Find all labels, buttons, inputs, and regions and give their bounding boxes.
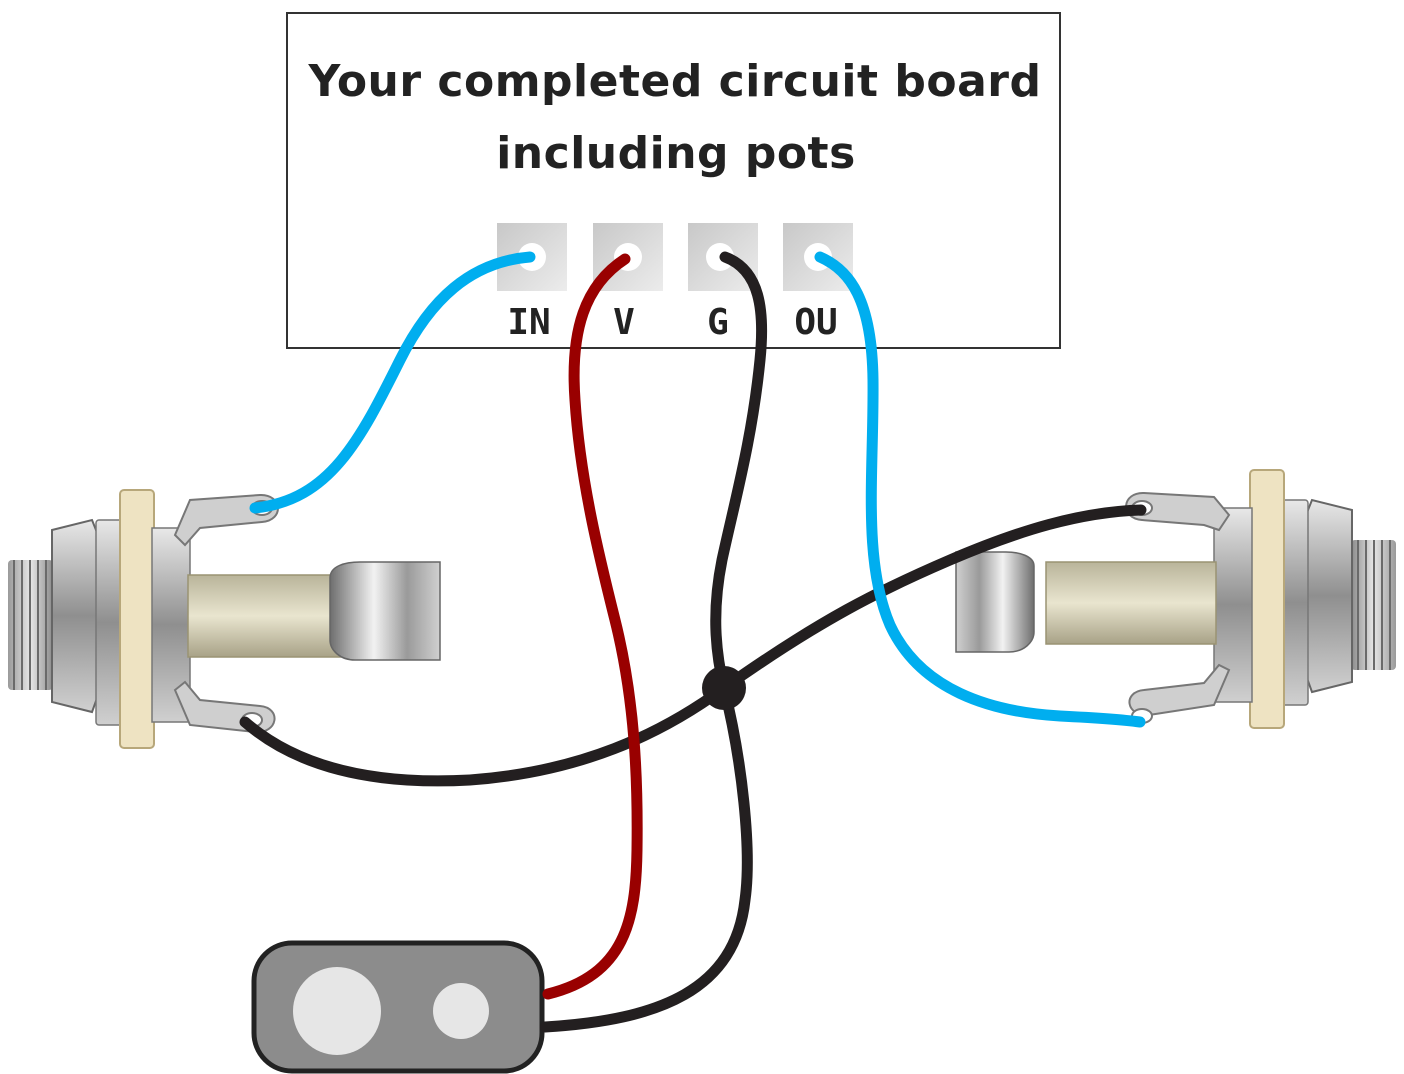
battery-snap-icon — [251, 940, 545, 1074]
pad-label-v: V — [613, 302, 635, 343]
ground-wire-board — [539, 251, 768, 1033]
board-title-line2: including pots — [496, 128, 856, 179]
pad-label-in: IN — [507, 302, 550, 343]
board-outline — [286, 12, 1061, 349]
board-title-line1: Your completed circuit board — [308, 56, 1042, 107]
output-jack-icon — [955, 469, 1396, 729]
output-signal-wire — [814, 251, 1146, 728]
input-signal-wire — [249, 251, 536, 514]
pad-label-g: G — [707, 302, 729, 343]
pad-label-ou: OU — [794, 302, 837, 343]
ground-junction-dot — [702, 666, 746, 710]
input-jack-icon — [8, 489, 441, 749]
circuit-board: Your completed circuit board including p… — [286, 12, 1061, 349]
wires — [239, 251, 1147, 1033]
power-wire — [542, 253, 643, 1000]
